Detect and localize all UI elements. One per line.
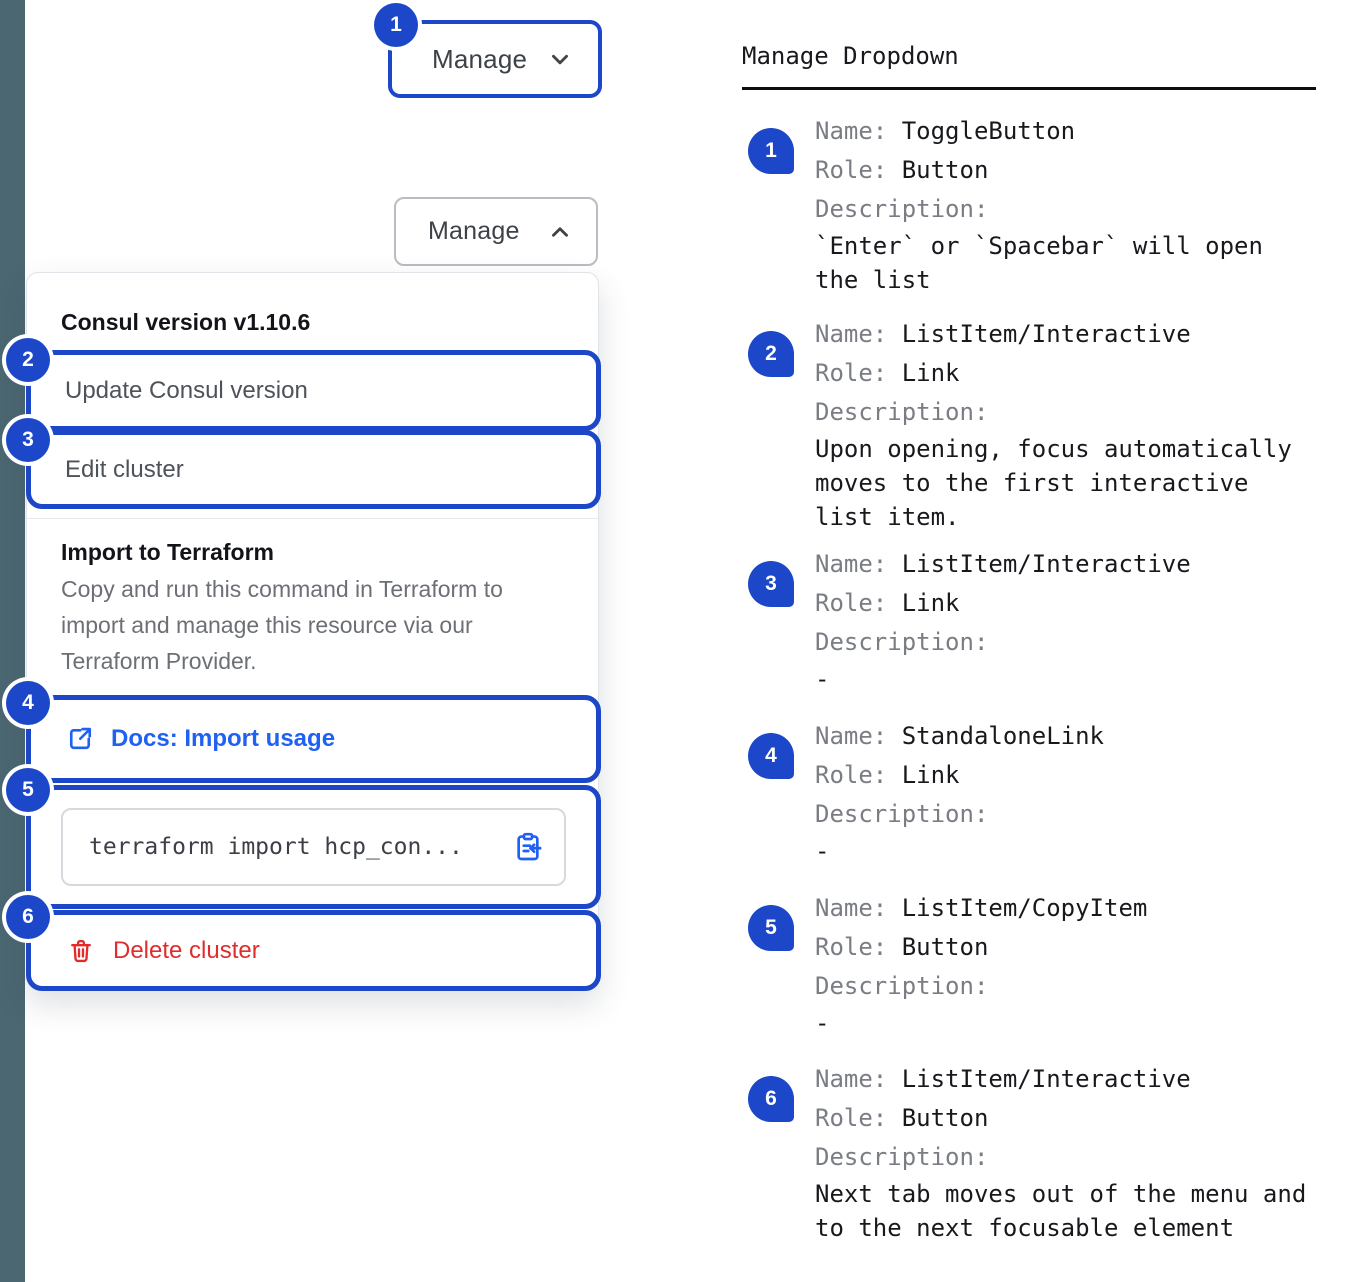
name-label: Name: [815, 550, 902, 578]
description-label: Description: [815, 398, 989, 426]
doc-entry-2-name: ListItem/Interactive [901, 320, 1191, 348]
role-label: Role: [815, 761, 902, 789]
external-link-icon [65, 724, 95, 754]
doc-entry-3-name: ListItem/Interactive [901, 550, 1191, 578]
doc-entry-4-badge: 4 [748, 733, 794, 779]
doc-entry-3-badge: 3 [748, 561, 794, 607]
consul-version-header: Consul version v1.10.6 [61, 309, 311, 335]
delete-cluster-row[interactable]: Delete cluster [61, 937, 260, 965]
doc-panel-title: Manage Dropdown [742, 42, 959, 70]
role-label: Role: [815, 589, 902, 617]
docs-link-label: Docs: Import usage [111, 725, 336, 752]
doc-panel-rule [742, 87, 1316, 90]
delete-cluster-label: Delete cluster [113, 936, 260, 964]
role-label: Role: [815, 359, 902, 387]
role-label: Role: [815, 156, 902, 184]
description-label: Description: [815, 628, 989, 656]
doc-entry-4-description: - [815, 837, 830, 865]
description-label: Description: [815, 800, 989, 828]
description-label: Description: [815, 1143, 989, 1171]
trash-icon [67, 937, 95, 965]
name-label: Name: [815, 1065, 902, 1093]
doc-entry-1-name: ToggleButton [901, 117, 1076, 145]
doc-entry-1-description: `Enter` or `Spacebar` will open the list [815, 232, 1263, 294]
menu-item-delete-cluster[interactable]: Delete cluster [26, 910, 601, 991]
doc-entry-5-name: ListItem/CopyItem [901, 894, 1148, 922]
name-label: Name: [815, 117, 902, 145]
import-to-terraform-title: Import to Terraform [61, 539, 274, 565]
manage-expanded-label: Manage [428, 217, 520, 245]
edit-cluster-label: Edit cluster [65, 455, 184, 483]
manage-toggle-button[interactable]: Manage [388, 20, 602, 98]
doc-entry-2: 2 Name: ListItem/Interactive Role: Link … [742, 315, 1342, 534]
doc-entry-5: 5 Name: ListItem/CopyItem Role: Button D… [742, 889, 1342, 1040]
annotation-badge-4: 4 [6, 681, 50, 725]
name-label: Name: [815, 722, 902, 750]
clipboard-copy-icon[interactable] [512, 831, 544, 863]
doc-entry-6-badge: 6 [748, 1076, 794, 1122]
annotation-badge-2: 2 [6, 338, 50, 382]
manage-expanded-button[interactable]: Manage [394, 197, 598, 266]
chevron-down-icon [548, 47, 572, 71]
role-label: Role: [815, 933, 902, 961]
doc-entry-6-role: Button [901, 1104, 989, 1132]
doc-entry-2-badge: 2 [748, 331, 794, 377]
annotation-badge-3: 3 [6, 418, 50, 462]
import-to-terraform-description: Copy and run this command in Terraform t… [61, 576, 503, 674]
description-label: Description: [815, 195, 989, 223]
doc-entry-4: 4 Name: StandaloneLink Role: Link Descri… [742, 717, 1342, 868]
docs-link-row[interactable]: Docs: Import usage [61, 724, 335, 754]
menu-divider [27, 518, 600, 519]
name-label: Name: [815, 894, 902, 922]
docs-import-usage-link[interactable]: Docs: Import usage [26, 695, 601, 783]
chevron-up-icon [548, 220, 572, 244]
doc-entry-5-description: - [815, 1009, 830, 1037]
terraform-command-field[interactable]: terraform import hcp_con... [61, 808, 566, 886]
doc-entry-1-badge: 1 [748, 128, 794, 174]
doc-entry-2-description: Upon opening, focus automatically moves … [815, 435, 1292, 531]
doc-entry-4-role: Link [901, 761, 960, 789]
terraform-command-text: terraform import hcp_con... [89, 834, 463, 860]
doc-entry-6: 6 Name: ListItem/Interactive Role: Butto… [742, 1060, 1342, 1245]
manage-toggle-label: Manage [432, 43, 528, 74]
annotation-badge-1: 1 [374, 3, 418, 47]
description-label: Description: [815, 972, 989, 1000]
doc-entry-3-role: Link [901, 589, 960, 617]
menu-item-update-consul-version[interactable]: Update Consul version [26, 350, 601, 431]
doc-entry-2-role: Link [901, 359, 960, 387]
doc-entry-5-badge: 5 [748, 905, 794, 951]
role-label: Role: [815, 1104, 902, 1132]
name-label: Name: [815, 320, 902, 348]
menu-item-edit-cluster[interactable]: Edit cluster [26, 430, 601, 509]
doc-entry-3-description: - [815, 665, 830, 693]
left-edge-stripe [0, 0, 25, 1282]
doc-entry-1-role: Button [901, 156, 989, 184]
manage-dropdown-menu: Consul version v1.10.6 Update Consul ver… [26, 272, 601, 991]
doc-entry-1: 1 Name: ToggleButton Role: Button Descri… [742, 112, 1342, 297]
doc-entry-4-name: StandaloneLink [901, 722, 1104, 750]
doc-entry-6-name: ListItem/Interactive [901, 1065, 1191, 1093]
doc-entry-3: 3 Name: ListItem/Interactive Role: Link … [742, 545, 1342, 696]
annotation-badge-5: 5 [6, 768, 50, 812]
update-consul-version-label: Update Consul version [65, 376, 308, 404]
doc-entry-6-description: Next tab moves out of the menu and to th… [815, 1180, 1307, 1242]
annotation-badge-6: 6 [6, 895, 50, 939]
doc-entry-5-role: Button [901, 933, 989, 961]
terraform-command-item: terraform import hcp_con... [26, 785, 601, 909]
